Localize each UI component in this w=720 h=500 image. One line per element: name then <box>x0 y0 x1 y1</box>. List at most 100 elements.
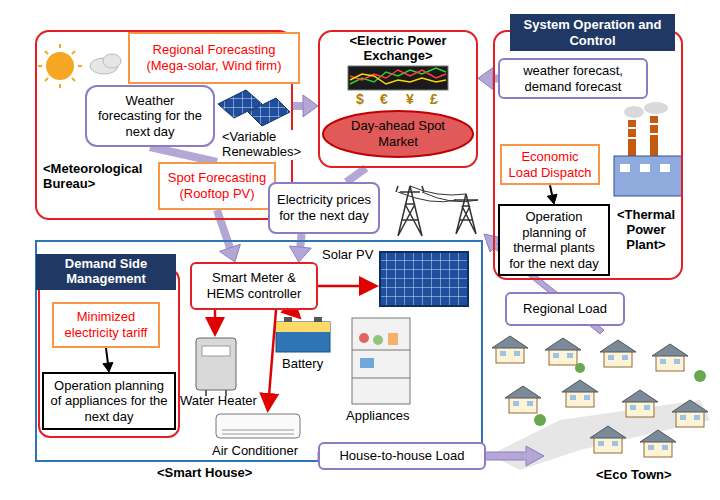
water-heater <box>196 338 236 396</box>
node-text: House-to-house Load <box>339 448 464 464</box>
eco-town <box>590 426 626 453</box>
eco-town <box>545 338 581 365</box>
flow-arrow <box>217 210 240 262</box>
thermal-plant <box>644 102 668 114</box>
eco-town <box>562 380 598 407</box>
currency-symbol: £ <box>430 91 438 107</box>
arrow-head <box>289 246 311 262</box>
process-box: Minimized electricity tariff <box>52 302 160 348</box>
eco-town <box>622 390 658 417</box>
eco-town <box>492 336 528 363</box>
process-box: Economic Load Dispatch <box>500 144 600 185</box>
part-name: <Eco Town> <box>596 468 672 483</box>
battery <box>314 317 322 322</box>
part-name: Appliances <box>346 409 410 424</box>
transmission-towers <box>396 186 424 236</box>
thermal-plant <box>620 164 630 172</box>
water-heater <box>202 346 230 356</box>
info-box: Weather forecasting for the next day <box>85 85 215 147</box>
refrigerator <box>359 333 369 343</box>
part-name: Solar PV <box>322 248 373 263</box>
connector-line <box>150 147 217 162</box>
sun-cloud <box>103 54 121 68</box>
battery <box>276 322 330 352</box>
eco-town <box>694 370 706 382</box>
eco-town <box>505 386 541 413</box>
arrow-head <box>103 362 113 372</box>
node-text: Regional Forecasting (Mega-solar, Wind f… <box>136 42 292 73</box>
node-text: Electricity prices for the next day <box>276 192 372 223</box>
air-conditioner <box>216 414 300 438</box>
air-conditioner <box>216 414 300 438</box>
flow-arrow <box>346 168 366 182</box>
transmission-towers <box>398 186 478 202</box>
flow-arrow <box>103 348 113 372</box>
price-chart <box>348 66 448 90</box>
node-text: Economic Load Dispatch <box>508 149 592 180</box>
connector-line <box>550 185 552 195</box>
region-title: <Electric Power Exchange> <box>324 34 472 64</box>
eco-town <box>490 336 710 470</box>
flow-arrow <box>547 185 557 204</box>
forecast-box: Spot Forecasting (Rooftop PV) <box>158 162 276 210</box>
controller-box: Smart Meter & HEMS controller <box>190 262 318 310</box>
eco-town <box>575 363 585 373</box>
air-conditioner <box>222 430 294 434</box>
refrigerator <box>373 335 383 345</box>
eco-town <box>600 340 636 367</box>
node-text: Regional Load <box>523 301 607 317</box>
thermal-plant <box>640 164 650 172</box>
arrow-head <box>478 68 493 90</box>
arrow-head <box>220 244 241 262</box>
arrow-head <box>303 95 318 117</box>
info-box: weather forecast, demand forecast <box>498 58 648 99</box>
region: <Electric Power Exchange> Day-ahead Spot … <box>318 30 478 168</box>
region-title: <Smart House> <box>157 466 297 481</box>
solar-pv-panel <box>380 252 468 306</box>
refrigerator <box>388 333 398 345</box>
battery <box>284 317 292 322</box>
transmission-towers <box>396 186 478 236</box>
hems-arrows <box>268 310 276 408</box>
region: <Smart House>Demand Side ManagementMinim… <box>35 240 483 462</box>
result-box: Operation planning of thermal plants for… <box>498 204 610 276</box>
connector-line <box>293 102 303 110</box>
renewable-panels <box>248 98 290 126</box>
node-text: System Operation and Control <box>516 17 669 48</box>
renewable-panels <box>218 90 290 126</box>
region: Demand Side ManagementMinimized electric… <box>38 268 180 438</box>
part-name: Air Conditioner <box>212 444 298 459</box>
region-title: <Thermal Power Plant> <box>612 208 680 253</box>
connector-line <box>346 168 366 182</box>
thermal-plant <box>628 124 658 138</box>
node-text: Day-ahead Spot Market <box>344 118 452 149</box>
refrigerator <box>352 318 410 404</box>
region-title: <Meteorological Bureau> <box>43 162 155 192</box>
price-chart <box>348 66 448 90</box>
hems-arrows <box>292 310 298 316</box>
ellipse-shape <box>323 111 473 157</box>
node-text: Operation planning of thermal plants for… <box>506 209 602 271</box>
transmission-towers <box>454 194 478 234</box>
price-chart <box>350 74 446 84</box>
part-name: <Variable Renewables> <box>222 130 318 160</box>
currency-symbol: € <box>380 91 388 107</box>
region: <Thermal Power Plant>System Operation an… <box>493 30 683 280</box>
eco-town <box>534 414 546 426</box>
battery <box>276 317 330 352</box>
refrigerator <box>352 350 410 378</box>
result-box: Operation planning of appliances for the… <box>42 372 176 430</box>
sun-cloud <box>38 44 121 88</box>
node-text: weather forecast, demand forecast <box>506 63 640 94</box>
market-ellipse: Day-ahead Spot Market <box>322 110 474 158</box>
thermal-plant <box>624 106 644 118</box>
battery <box>276 322 330 332</box>
info-box: Electricity prices for the next day <box>268 182 380 234</box>
hems-arrows <box>318 285 374 288</box>
node-text: Spot Forecasting (Rooftop PV) <box>166 170 268 201</box>
price-chart <box>350 68 446 84</box>
node-text: Weather forecasting for the next day <box>93 93 207 140</box>
region-title: Demand Side Management <box>36 254 176 290</box>
thermal-plant <box>614 102 682 196</box>
